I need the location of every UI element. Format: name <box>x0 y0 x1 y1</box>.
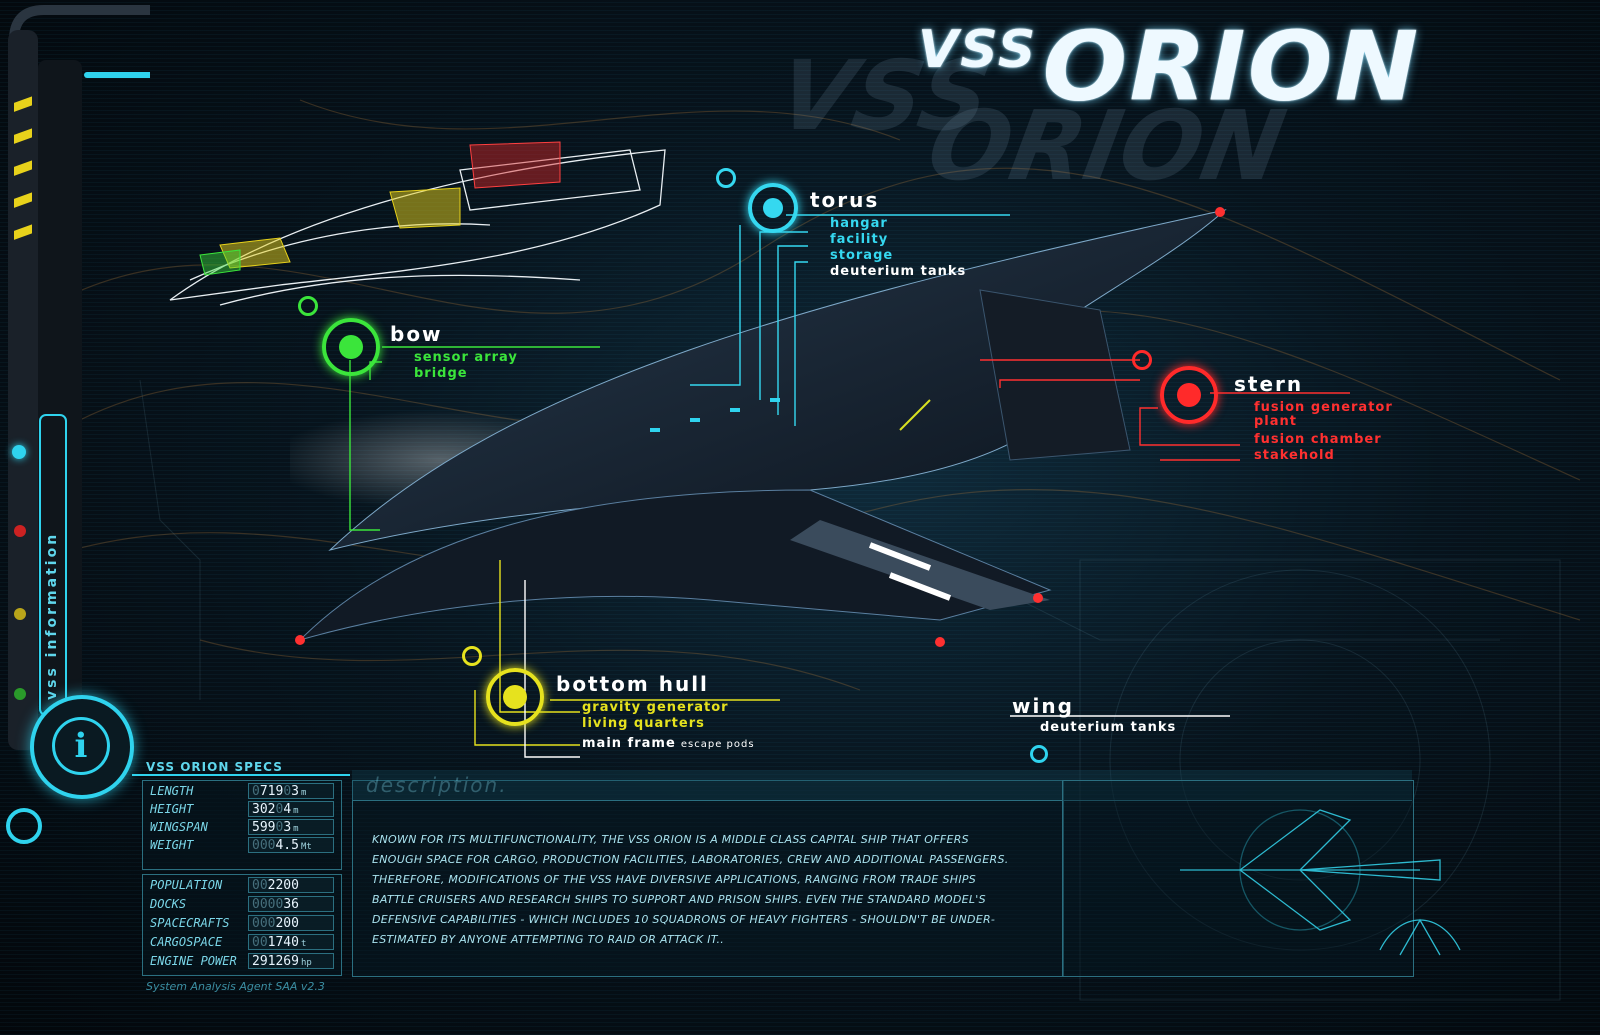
spec-label: WEIGHT <box>150 838 194 852</box>
description-line: enough space for cargo, production facil… <box>372 853 1009 866</box>
page-title: VSS ORION <box>918 8 1420 125</box>
bow-marker[interactable] <box>322 318 380 376</box>
torus-marker-icon <box>763 198 783 218</box>
bottom-hull-item: main frame <box>582 736 676 751</box>
bottom-hull-marker-icon <box>503 685 527 709</box>
description-line: battle cruisers and research ships to su… <box>372 893 986 906</box>
description-body: Known for its multifunctionality, the VS… <box>372 830 1052 950</box>
bottom-hull-item: living quarters <box>582 716 705 731</box>
title-name: ORION <box>1042 10 1421 123</box>
stern-ring-icon <box>1132 350 1152 370</box>
stern-marker-icon <box>1177 383 1201 407</box>
bow-marker-icon <box>339 335 363 359</box>
status-light-green <box>14 688 26 700</box>
spec-label: HEIGHT <box>150 802 194 816</box>
spec-label: WINGSPAN <box>150 820 208 834</box>
info-button[interactable]: i <box>30 695 134 799</box>
description-line: defensive capabilities - which includes … <box>372 913 996 926</box>
bottom-hull-item-row: main frame escape pods <box>582 732 755 751</box>
bow-ring-icon <box>298 296 318 316</box>
torus-marker[interactable] <box>748 183 798 233</box>
spec-label: CARGOSPACE <box>150 935 223 949</box>
blueprint-ship <box>169 141 666 306</box>
bottom-hull-ring-icon <box>462 646 482 666</box>
info-icon: i <box>52 717 110 775</box>
spec-label: SPACECRAFTS <box>150 916 230 930</box>
specs-header: VSS ORION SPECS <box>146 760 283 774</box>
specs-header-bar: VSS ORION SPECS <box>132 756 350 776</box>
description-line: Therefore, modifications of the VSS have… <box>372 873 977 886</box>
hologram-panel <box>1062 780 1414 977</box>
wing-title: wing <box>1012 694 1074 718</box>
torus-item: hangar <box>830 216 888 231</box>
bottom-hull-item: gravity generator <box>582 700 729 715</box>
hologram-ship <box>1180 809 1461 956</box>
title-prefix: VSS <box>918 20 1038 80</box>
bottom-hull-extra: escape pods <box>680 739 755 750</box>
spec-label: LENGTH <box>150 784 194 798</box>
spec-value: 002200 <box>248 877 334 893</box>
spec-label: DOCKS <box>150 897 187 911</box>
status-light-cyan <box>12 445 26 459</box>
bow-item: sensor array <box>414 350 518 365</box>
status-light-yellow <box>14 608 26 620</box>
stern-item: fusion chamber <box>1254 432 1382 447</box>
spec-value: 000200 <box>248 915 334 931</box>
torus-item: deuterium tanks <box>830 264 967 279</box>
torus-item: facility <box>830 232 889 247</box>
stern-title: stern <box>1234 372 1304 396</box>
spec-value: 000036 <box>248 896 334 912</box>
bow-item: bridge <box>414 366 468 381</box>
spec-label: ENGINE POWER <box>150 954 237 968</box>
stern-marker[interactable] <box>1160 366 1218 424</box>
bottom-hull-marker[interactable] <box>486 668 544 726</box>
panel-ring-icon <box>1030 745 1048 763</box>
ring-icon <box>6 808 42 844</box>
description-line: Known for its multifunctionality, the VS… <box>372 833 969 846</box>
description-panel <box>352 780 1064 977</box>
stern-item: plant <box>1254 414 1298 429</box>
description-header-bar: description. <box>352 770 1412 801</box>
torus-title: torus <box>810 188 880 212</box>
stern-item: fusion generator <box>1254 400 1393 415</box>
description-header: description. <box>366 773 508 797</box>
torus-item: storage <box>830 248 894 263</box>
torus-ring-icon <box>716 168 736 188</box>
stern-item: stakehold <box>1254 448 1335 463</box>
specs-footer: System Analysis Agent SAA v2.3 <box>146 980 325 993</box>
description-line: estimated by anyone attempting to raid o… <box>372 933 725 946</box>
wing-item: deuterium tanks <box>1040 720 1177 735</box>
bottom-hull-title: bottom hull <box>556 672 709 696</box>
bow-title: bow <box>390 322 443 346</box>
status-light-red <box>14 525 26 537</box>
spec-label: POPULATION <box>150 878 223 892</box>
